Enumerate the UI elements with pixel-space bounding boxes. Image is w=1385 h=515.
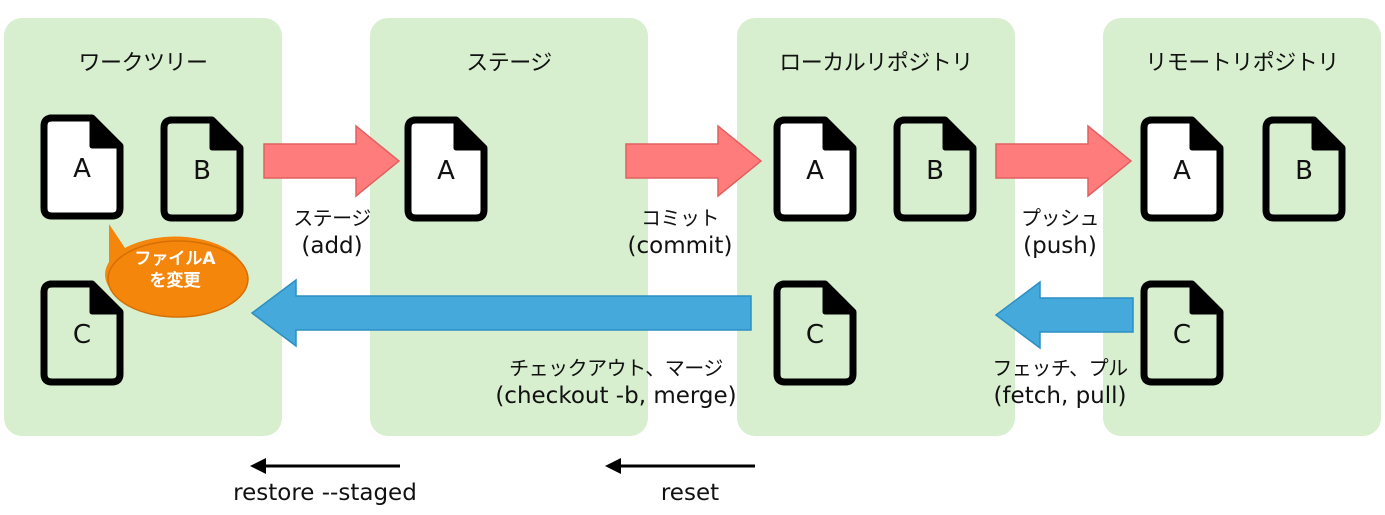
file-label: B xyxy=(193,156,211,186)
file-label: A xyxy=(806,156,824,186)
file-icon: A xyxy=(773,116,857,222)
file-icon: B xyxy=(1262,116,1346,222)
file-icon: B xyxy=(893,116,977,222)
file-label: C xyxy=(72,320,92,350)
push-caption-jp: プッシュ xyxy=(1021,206,1100,230)
restore-arrow-icon xyxy=(250,458,400,474)
file-icon: A xyxy=(404,116,488,222)
callout-bubble-icon xyxy=(105,224,249,318)
add-caption: ステージ (add) xyxy=(262,204,402,260)
file-icon: C xyxy=(1140,280,1224,386)
file-icon: B xyxy=(160,116,244,222)
commit-caption-en: (commit) xyxy=(627,233,733,259)
panel-title: ステージ xyxy=(466,51,552,76)
file-label: B xyxy=(1295,156,1313,186)
callout-bubble: ファイルA を変更 xyxy=(95,222,255,326)
panel-title: ローカルリポジトリ xyxy=(779,51,973,76)
commit-caption: コミット (commit) xyxy=(610,204,750,260)
document-icon xyxy=(404,116,488,222)
add-caption-en: (add) xyxy=(301,233,363,259)
checkout-merge-arrow-icon xyxy=(250,278,752,348)
document-icon xyxy=(893,116,977,222)
add-arrow-icon xyxy=(263,124,401,198)
document-icon xyxy=(773,280,857,386)
file-label: B xyxy=(926,156,944,186)
document-icon xyxy=(160,116,244,222)
file-icon: A xyxy=(1140,116,1224,222)
document-icon xyxy=(773,116,857,222)
callout-line-2: を変更 xyxy=(149,271,201,291)
push-arrow-icon xyxy=(995,124,1133,198)
fetch-pull-arrow-icon xyxy=(994,280,1134,350)
file-label: C xyxy=(1172,320,1192,350)
file-icon: C xyxy=(773,280,857,386)
file-icon: A xyxy=(40,114,124,220)
checkout-merge-caption: チェックアウト、マージ (checkout -b, merge) xyxy=(470,354,762,410)
checkout-merge-caption-jp: チェックアウト、マージ xyxy=(509,356,723,380)
file-label: C xyxy=(805,320,825,350)
reset-arrow-icon xyxy=(605,458,755,474)
file-icon: C xyxy=(40,280,124,386)
fetch-pull-caption: フェッチ、プル (fetch, pull) xyxy=(975,354,1145,410)
file-label: A xyxy=(1173,156,1191,186)
callout-line-1: ファイルA xyxy=(134,249,216,269)
add-caption-jp: ステージ xyxy=(293,206,371,230)
document-icon xyxy=(1262,116,1346,222)
push-caption-en: (push) xyxy=(1023,233,1097,259)
file-label: A xyxy=(437,156,455,186)
reset-label: reset xyxy=(660,480,720,506)
callout-text: ファイルA を変更 xyxy=(105,248,245,292)
document-icon xyxy=(40,280,124,386)
panel-title: ワークツリー xyxy=(78,51,208,76)
commit-arrow-icon xyxy=(625,124,763,198)
restore-label: restore --staged xyxy=(233,480,417,506)
document-icon xyxy=(40,114,124,220)
checkout-merge-caption-en: (checkout -b, merge) xyxy=(495,383,737,409)
panel-title: リモートリポジトリ xyxy=(1145,51,1339,76)
fetch-pull-caption-jp: フェッチ、プル xyxy=(992,356,1128,380)
fetch-pull-caption-en: (fetch, pull) xyxy=(993,383,1127,409)
document-icon xyxy=(1140,116,1224,222)
document-icon xyxy=(1140,280,1224,386)
push-caption: プッシュ (push) xyxy=(990,204,1130,260)
commit-caption-jp: コミット xyxy=(641,206,720,230)
file-label: A xyxy=(73,154,91,184)
panel-stage: ステージ xyxy=(370,18,648,436)
